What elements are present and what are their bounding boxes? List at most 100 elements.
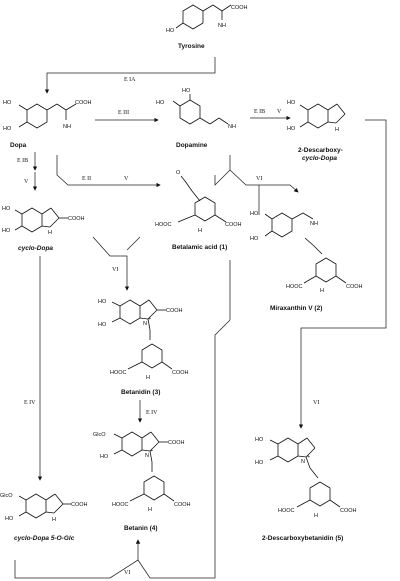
betanidin-label: Betanidin (3) bbox=[121, 389, 160, 396]
arrow-to-betanidin bbox=[92, 236, 130, 291]
descarboxy-ho-1: HO bbox=[287, 100, 296, 106]
arrow-dopa-to-betalamic bbox=[56, 155, 161, 188]
dopa-cooh: COOH bbox=[75, 100, 92, 106]
miraxanthin-ho-1: HO bbox=[250, 211, 259, 217]
enzyme-v-left: V bbox=[24, 179, 29, 185]
enzyme-e-ia: E IA bbox=[124, 77, 136, 83]
betalamic-nh: H bbox=[198, 228, 202, 234]
descarboxybetanidin-structure: HO HO N + HOOC COOH H bbox=[255, 437, 357, 519]
betanidin-h: H bbox=[146, 375, 150, 381]
miraxanthin-nh: NH bbox=[310, 221, 318, 227]
descarboxybetanidin-cooh: COOH bbox=[340, 508, 357, 514]
miraxanthin-label: Miraxanthin V (2) bbox=[270, 305, 322, 312]
enzyme-e-iii: E III bbox=[118, 110, 129, 116]
arrow-tyrosine-to-dopa bbox=[44, 57, 216, 94]
cyclodopa-glc-structure: GlcO HO COOH H bbox=[0, 493, 88, 523]
arrow-to-miraxanthin bbox=[229, 169, 299, 193]
descarboxy-ho-2: HO bbox=[287, 126, 296, 132]
descarboxy-label-line1: 2-Descarboxy- bbox=[298, 147, 343, 154]
cyclodopa-glc-ho: HO bbox=[5, 516, 14, 522]
betanin-hooc: HOOC bbox=[112, 502, 129, 508]
dopamine-ho-2: HO bbox=[182, 88, 191, 94]
enzyme-vi-mid: VI bbox=[112, 267, 118, 273]
cyclodopa-glc-cooh: COOH bbox=[71, 502, 88, 508]
descarboxybetanidin-plus: + bbox=[307, 454, 310, 460]
miraxanthin-hooc: HOOC bbox=[286, 284, 303, 290]
betanin-h: H bbox=[148, 507, 152, 513]
tyrosine-structure: COOH NH HO bbox=[166, 4, 248, 34]
betanidin-cooh: COOH bbox=[166, 308, 183, 314]
dopa-structure: HO HO COOH NH bbox=[3, 100, 92, 132]
dopamine-nh2: NH bbox=[228, 124, 236, 130]
betanidin-n: N bbox=[143, 321, 147, 327]
dopa-ho-1: HO bbox=[3, 100, 12, 106]
betanin-label: Betanin (4) bbox=[124, 525, 158, 532]
dopa-label: Dopa bbox=[10, 142, 27, 149]
betanidin-plus: + bbox=[148, 316, 151, 322]
betanin-n: N bbox=[145, 453, 149, 459]
betalamic-o: O bbox=[176, 170, 181, 176]
tyrosine-label: Tyrosine bbox=[178, 43, 205, 50]
fork-left-stub bbox=[214, 155, 231, 186]
betanidin-ho-1: HO bbox=[98, 299, 107, 305]
betalamic-label: Betalamic acid (1) bbox=[172, 244, 227, 251]
cyclodopa-glc-glco: GlcO bbox=[0, 493, 13, 499]
cyclodopa-ho-1: HO bbox=[2, 206, 11, 212]
dopamine-label: Dopamine bbox=[176, 142, 208, 149]
enzyme-e-iv-mid: E IV bbox=[146, 410, 158, 416]
enzyme-v-top: V bbox=[277, 109, 282, 115]
descarboxy-h: H bbox=[335, 127, 339, 133]
enzyme-vi-far-right: VI bbox=[313, 400, 319, 406]
betanidin-structure: HO HO COOH N + HOOC COOH H bbox=[98, 299, 189, 381]
betanidin-ho-2: HO bbox=[98, 322, 107, 328]
betanin-ho: HO bbox=[100, 454, 109, 460]
cyclodopa-glc-label: cyclo-Dopa 5-O-Glc bbox=[14, 535, 75, 542]
enzyme-v-mid: V bbox=[124, 176, 129, 182]
descarboxy-cyclodopa-structure: HO HO H bbox=[287, 100, 346, 133]
miraxanthin-ho-2: HO bbox=[250, 236, 259, 242]
enzyme-vi-bottom: VI bbox=[124, 570, 130, 576]
path-bottom-left bbox=[14, 559, 139, 579]
betanidin-cooh-2: COOH bbox=[172, 370, 189, 376]
dopa-ho-2: HO bbox=[3, 126, 12, 132]
fork-betanidin-right bbox=[126, 236, 141, 251]
cyclodopa-cooh: COOH bbox=[68, 216, 85, 222]
descarboxy-label-line2: cyclo-Dopa bbox=[302, 155, 337, 162]
cyclodopa-structure: HO HO COOH H bbox=[2, 206, 85, 236]
descarboxybetanidin-h: H bbox=[314, 513, 318, 519]
tyrosine-nh2: NH bbox=[218, 23, 226, 29]
descarboxybetanidin-ho-1: HO bbox=[255, 437, 264, 443]
dopamine-ho-1: HO bbox=[156, 100, 165, 106]
betalamic-acid-structure: O HOOC COOH H bbox=[155, 170, 242, 234]
betalamic-cooh: COOH bbox=[225, 222, 242, 228]
cyclodopa-glc-h: H bbox=[52, 517, 56, 523]
betanin-cooh: COOH bbox=[168, 440, 185, 446]
path-bottom-right bbox=[137, 319, 231, 579]
dopa-nh2: NH bbox=[63, 124, 71, 130]
descarboxybetanidin-hooc: HOOC bbox=[278, 508, 295, 514]
tyrosine-cooh: COOH bbox=[231, 5, 248, 11]
cyclodopa-ho-2: HO bbox=[2, 228, 11, 234]
enzyme-vi-right: VI bbox=[256, 176, 262, 182]
miraxanthin-cooh: COOH bbox=[346, 284, 363, 290]
betanin-structure: GlcO HO COOH N + HOOC COOH H bbox=[93, 431, 191, 513]
betanidin-hooc: HOOC bbox=[110, 370, 127, 376]
tyrosine-ho: HO bbox=[166, 28, 175, 34]
descarboxybetanidin-ho-2: HO bbox=[255, 460, 264, 466]
cyclodopa-h: H bbox=[48, 230, 52, 236]
enzyme-e-ii: E II bbox=[82, 176, 91, 182]
path-descarboxy-to-descarboxybetanidin bbox=[298, 119, 387, 429]
descarboxybetanidin-n: N bbox=[301, 459, 305, 465]
betanin-cooh-2: COOH bbox=[174, 502, 191, 508]
enzyme-e-ib-top: E IB bbox=[254, 109, 265, 115]
dopamine-structure: HO HO NH bbox=[156, 88, 236, 130]
descarboxybetanidin-label: 2-Descarboxybetanidin (5) bbox=[262, 535, 343, 542]
betalamic-hooc: HOOC bbox=[155, 222, 172, 228]
betanin-glco: GlcO bbox=[93, 432, 106, 438]
miraxanthin-structure: HO HO NH HOOC COOH H bbox=[250, 211, 363, 294]
miraxanthin-h: H bbox=[320, 288, 324, 294]
cyclodopa-label: cyclo-Dopa bbox=[18, 245, 53, 252]
betanin-plus: + bbox=[150, 448, 153, 454]
